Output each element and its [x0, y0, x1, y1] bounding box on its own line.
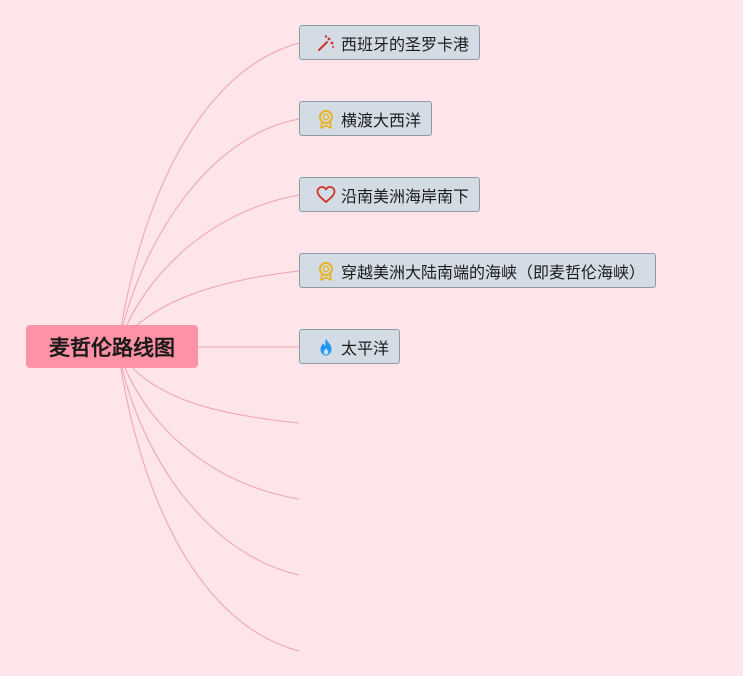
root-topic-label: 麦哲伦路线图	[49, 335, 175, 360]
topic-node-2[interactable]: 横渡大西洋	[299, 101, 433, 136]
connector-line	[117, 194, 300, 347]
flag-icon	[316, 33, 336, 53]
topic-label: 横渡大西洋	[341, 110, 422, 130]
topic-node-3[interactable]: 沿南美洲海岸南下	[299, 177, 481, 212]
topic-label: 西班牙的圣罗卡港	[341, 34, 470, 54]
connector-line	[117, 42, 300, 347]
fire-icon	[316, 337, 336, 357]
topic-label: 沿南美洲海岸南下	[341, 186, 470, 206]
connector-line	[117, 118, 300, 347]
root-topic[interactable]: 麦哲伦路线图	[26, 325, 198, 368]
award-icon	[316, 109, 336, 129]
topic-node-4[interactable]: 穿越美洲大陆南端的海峡（即麦哲伦海峡）	[299, 253, 657, 288]
heart-icon	[316, 185, 336, 205]
connector-line	[117, 349, 300, 576]
topic-node-1[interactable]: 西班牙的圣罗卡港	[299, 25, 481, 60]
topic-label: 穿越美洲大陆南端的海峡（即麦哲伦海峡）	[341, 262, 646, 282]
topic-node-5[interactable]: 太平洋	[299, 329, 401, 364]
award-icon	[316, 261, 336, 281]
connector-line	[117, 349, 300, 500]
topic-label: 太平洋	[341, 338, 390, 358]
connector-line	[117, 349, 300, 652]
